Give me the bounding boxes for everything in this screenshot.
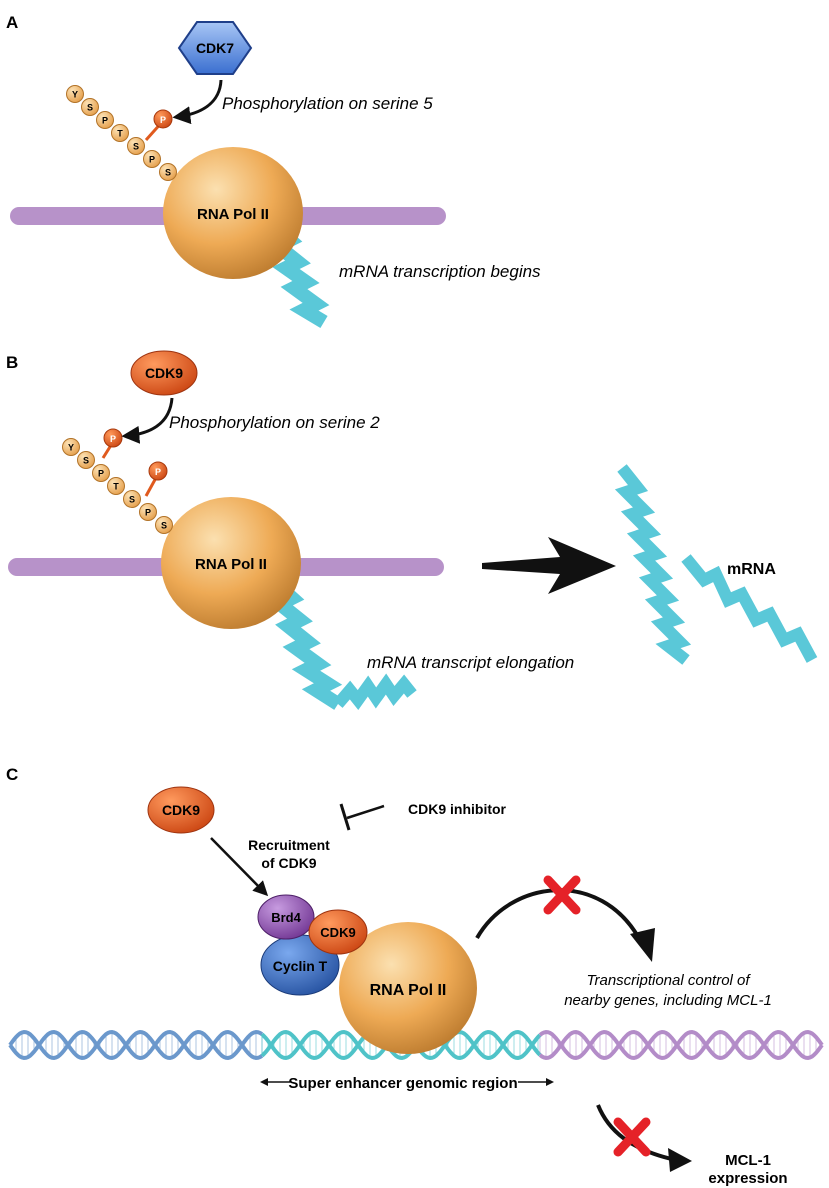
inhibitor-line <box>346 804 385 820</box>
pol-label: RNA Pol II <box>195 556 267 573</box>
caption-mrna: mRNA transcript elongation <box>367 653 574 672</box>
mcl-label-1: MCL-1 <box>725 1152 771 1169</box>
helix-backbone <box>538 1029 824 1061</box>
svg-text:S: S <box>161 521 167 531</box>
enhancer-label: Super enhancer genomic region <box>288 1075 517 1092</box>
phosphorylation-arrow <box>121 397 174 444</box>
panel-b: B RNA Pol II P P Y S P T S P S CDK9 Phos… <box>6 350 818 710</box>
svg-text:T: T <box>117 129 123 139</box>
ctd-residues: Y S P T S P S <box>66 85 177 181</box>
svg-text:S: S <box>165 168 171 178</box>
svg-text:Y: Y <box>68 443 74 453</box>
rna-pol-ii <box>163 147 303 279</box>
cdk9-bound-label: CDK9 <box>320 925 355 940</box>
phospho-group <box>148 461 168 481</box>
panel-b-letter: B <box>6 353 18 372</box>
svg-text:S: S <box>133 142 139 152</box>
rna-pol-ii <box>161 497 301 629</box>
recruitment-label-1: Recruitment <box>248 837 330 853</box>
helix-backbone <box>8 1029 264 1061</box>
control-arrowhead <box>630 928 655 962</box>
caption-phosphorylation: Phosphorylation on serine 5 <box>222 94 433 113</box>
phospho-label: P <box>155 467 161 477</box>
svg-text:P: P <box>149 155 155 165</box>
brd4 <box>257 894 315 940</box>
svg-text:P: P <box>145 508 151 518</box>
ctd-residues: Y S P T S P S <box>62 438 173 534</box>
residue: Y <box>62 438 80 456</box>
cdk9-free <box>147 786 215 834</box>
mrna-product-lower <box>681 554 818 663</box>
residue: S <box>159 163 177 181</box>
cdk9-kinase <box>130 350 198 396</box>
inhibitor-bar <box>339 803 351 831</box>
residue: S <box>123 490 141 508</box>
mrna-product-upper <box>614 464 692 665</box>
panel-a-letter: A <box>6 13 18 32</box>
residue: S <box>127 137 145 155</box>
residue: P <box>96 111 114 129</box>
cdk9-label: CDK9 <box>145 365 183 381</box>
residue: P <box>92 464 110 482</box>
phospho-group <box>153 109 173 129</box>
phosphorylation-arrow <box>172 79 223 125</box>
residue: S <box>155 516 173 534</box>
svg-text:S: S <box>129 495 135 505</box>
mrna-product-label: mRNA <box>727 561 776 578</box>
svg-text:P: P <box>98 469 104 479</box>
caption-phosphorylation: Phosphorylation on serine 2 <box>169 413 380 432</box>
cdk9-bound <box>308 909 368 955</box>
inhibitor-label: CDK9 inhibitor <box>408 801 507 817</box>
svg-text:P: P <box>102 116 108 126</box>
panel-a: A RNA Pol II P Y S P T S P S CDK7 Phosph… <box>6 13 541 329</box>
enhancer-arrowhead-right <box>546 1078 554 1086</box>
mrna-tail <box>333 673 417 710</box>
residue: P <box>139 503 157 521</box>
pol-label: RNA Pol II <box>197 206 269 223</box>
helix-backbone <box>8 1029 264 1061</box>
residue: P <box>143 150 161 168</box>
helix-backbone <box>538 1029 824 1061</box>
residue: S <box>77 451 95 469</box>
recruitment-label-2: of CDK9 <box>261 855 316 871</box>
enhancer-arrowhead-left <box>260 1078 268 1086</box>
svg-text:S: S <box>87 103 93 113</box>
caption-mrna: mRNA transcription begins <box>339 262 541 281</box>
residue: T <box>107 477 125 495</box>
phospho-label: P <box>110 434 116 444</box>
rna-pol-ii <box>339 922 477 1054</box>
residue: T <box>111 124 129 142</box>
residue: S <box>81 98 99 116</box>
phospho-label: P <box>160 115 166 125</box>
mcl-arrow <box>596 1104 677 1162</box>
pol-label: RNA Pol II <box>370 982 447 999</box>
panel-c: C Super enhancer genomic region CDK9 Rec… <box>6 765 824 1187</box>
control-label-1: Transcriptional control of <box>586 972 751 989</box>
residue: Y <box>66 85 84 103</box>
svg-text:Y: Y <box>72 90 78 100</box>
progression-arrow <box>482 537 616 594</box>
mcl-label-2: expression <box>708 1170 787 1187</box>
block-x-icon <box>543 875 581 915</box>
cyclin-label: Cyclin T <box>273 958 328 974</box>
panel-c-letter: C <box>6 765 18 784</box>
control-label-2: nearby genes, including MCL-1 <box>564 992 772 1009</box>
mcl-arrowhead <box>668 1148 692 1172</box>
cdk7-kinase <box>177 21 253 75</box>
cdk7-label: CDK7 <box>196 40 234 56</box>
helix-backbone <box>260 1029 542 1061</box>
brd4-label: Brd4 <box>271 910 301 925</box>
svg-text:T: T <box>113 482 119 492</box>
cdk9-free-label: CDK9 <box>162 802 200 818</box>
svg-text:S: S <box>83 456 89 466</box>
block-x-icon <box>613 1117 651 1157</box>
recruitment-arrow <box>210 837 269 897</box>
